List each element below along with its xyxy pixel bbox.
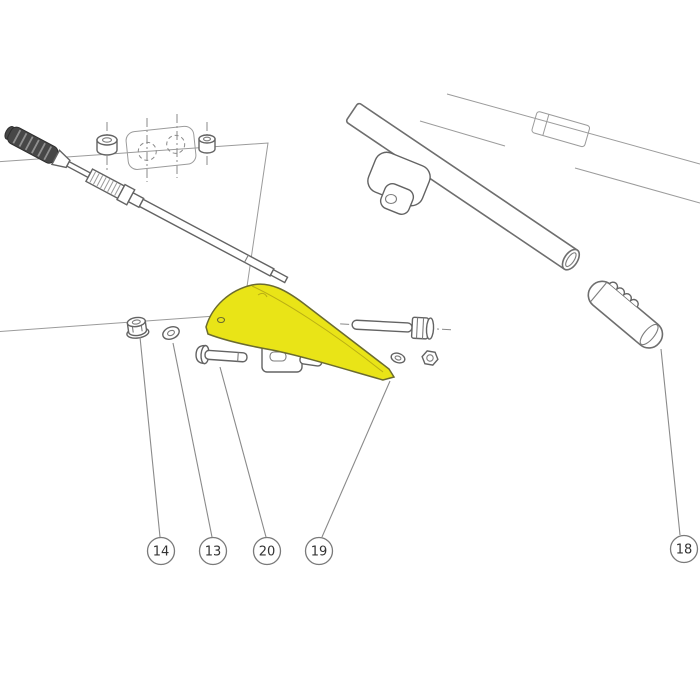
callout-13: 13	[198, 536, 228, 566]
cable-adjuster-threads	[89, 171, 121, 196]
guard-hole	[216, 316, 226, 324]
leader-line-19	[321, 380, 391, 538]
cable-taper	[50, 149, 71, 169]
callout-label-20: 20	[259, 545, 276, 560]
callout-label-14: 14	[153, 545, 170, 560]
grip-end	[639, 323, 659, 346]
callout-label-19: 19	[311, 545, 328, 560]
cable-end-fitting	[269, 268, 289, 284]
bracket-hole	[384, 193, 398, 205]
callout-circle-20	[252, 536, 282, 566]
cable-spring-ribs	[12, 129, 53, 161]
tube-open-end	[561, 248, 581, 271]
panel-detail-bracket	[531, 111, 591, 148]
flange-nut-top	[96, 134, 118, 156]
callout-18: 18	[669, 534, 699, 564]
pin-20	[195, 344, 248, 365]
bushing-top	[198, 134, 216, 154]
leader-line-20	[219, 366, 267, 538]
washer-small	[390, 352, 406, 364]
mounting-plate	[125, 125, 197, 170]
grip-ridges	[609, 281, 639, 308]
callout-20: 20	[252, 536, 282, 566]
guard-mark	[257, 292, 268, 298]
tube-bracket	[367, 151, 431, 215]
hex-nut	[421, 350, 439, 366]
leader-line-13	[172, 342, 213, 538]
leader-line-14	[139, 336, 161, 538]
bolt-head-flange	[425, 317, 435, 340]
callout-circle-13	[198, 536, 228, 566]
leader-lines	[139, 336, 681, 538]
callout-circle-19	[304, 536, 334, 566]
callout-label-18: 18	[676, 543, 693, 558]
callout-circle-14	[146, 536, 176, 566]
leader-line-18	[660, 348, 681, 536]
washer-13	[162, 326, 180, 340]
handle-tube	[345, 102, 581, 271]
guard-crease	[251, 285, 384, 373]
hex-bolt	[340, 316, 453, 340]
pin-shaft	[204, 349, 248, 363]
guard-body	[205, 283, 396, 381]
bolt-shaft	[351, 319, 413, 333]
panel-lines-right	[419, 93, 700, 204]
callout-circle-18	[669, 534, 699, 564]
cable-inner-wire	[65, 160, 92, 179]
highlighted-guard	[205, 283, 396, 381]
cable-assembly	[4, 125, 289, 284]
flange-nut-14	[126, 316, 150, 339]
callout-19: 19	[304, 536, 334, 566]
cable-adjuster	[84, 168, 126, 200]
grip-handle	[587, 280, 664, 349]
callout-label-13: 13	[205, 545, 222, 560]
callout-14: 14	[146, 536, 176, 566]
